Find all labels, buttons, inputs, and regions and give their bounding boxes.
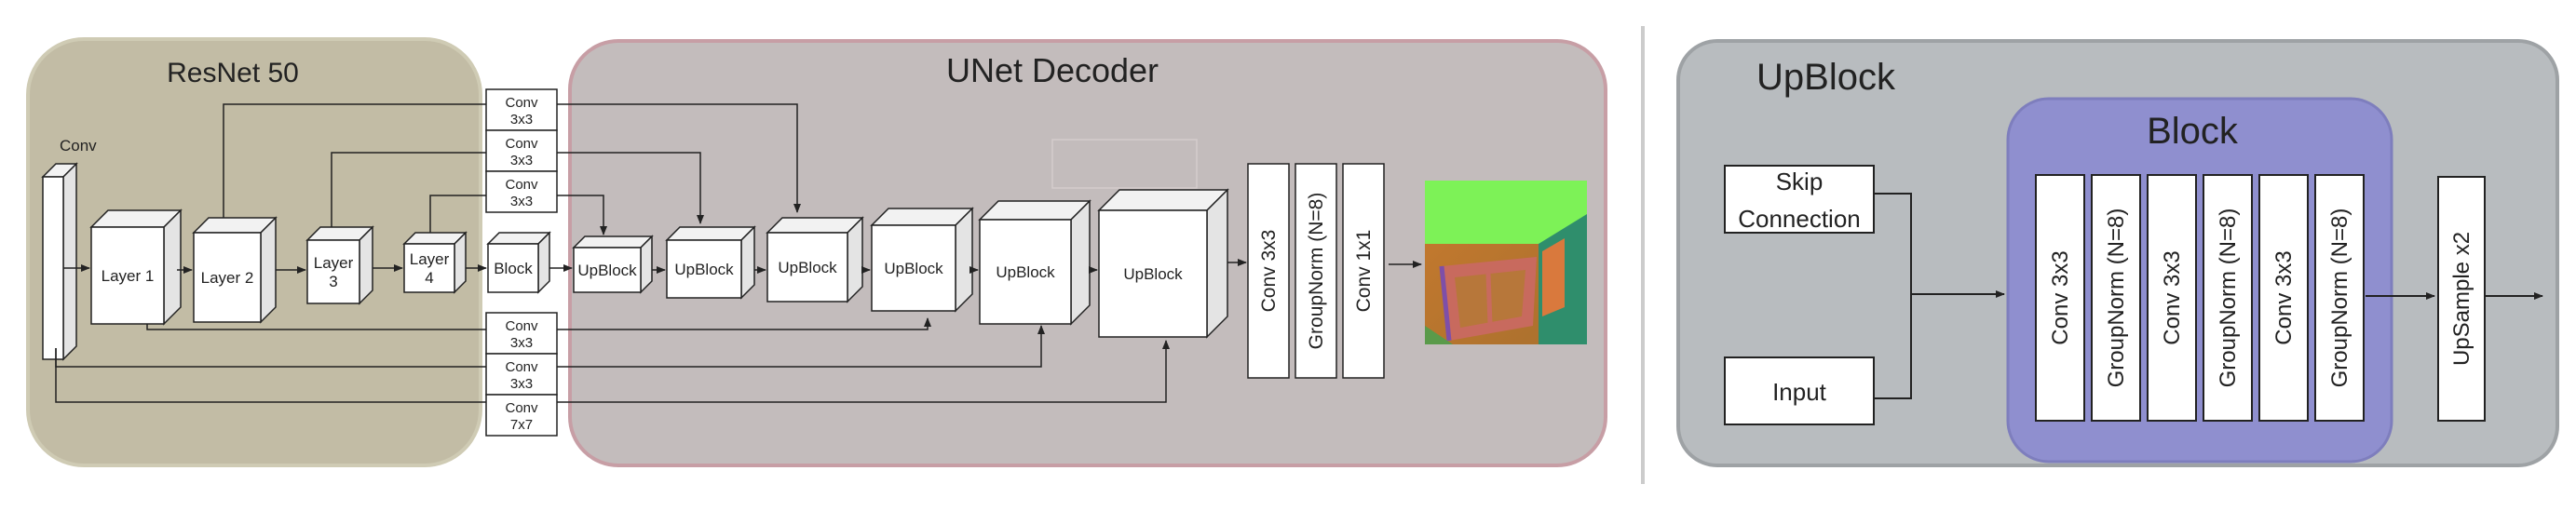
input-label: Input <box>1772 378 1827 406</box>
connector-24 <box>55 348 486 403</box>
skip-conv-bottom-1-line2: 3x3 <box>510 335 533 351</box>
skip-conv-bottom-2-line1: Conv <box>505 359 538 375</box>
head-layer-1: Conv 3x3 <box>1247 163 1290 379</box>
input-box: Input <box>1724 356 1875 425</box>
skip-conv-bottom-3-line2: 7x7 <box>510 417 533 433</box>
block-layer-3: Conv 3x3 <box>2147 174 2197 422</box>
output-normal-map-image <box>1425 181 1587 344</box>
block-layer-4: GroupNorm (N=8) <box>2203 174 2253 422</box>
connector-25 <box>557 340 1170 403</box>
skip-conv-bottom-3-line1: Conv <box>505 400 538 416</box>
block-layer-4-label: GroupNorm (N=8) <box>2216 208 2241 388</box>
connector-17 <box>557 152 704 224</box>
connector-23 <box>557 325 1045 368</box>
upblock-cube-4: UpBlock <box>870 207 974 313</box>
block-layer-5-label: Conv 3x3 <box>2271 250 2297 344</box>
encoder-bottleneck-block: Block <box>486 231 551 294</box>
connector-16 <box>331 152 486 227</box>
encoder-layer-1: Layer 1 <box>89 208 183 326</box>
block-layer-2: GroupNorm (N=8) <box>2091 174 2141 422</box>
upblock-cube-4-label: UpBlock <box>884 260 943 277</box>
connector-20 <box>146 324 486 330</box>
head-layer-2: GroupNorm (N=8) <box>1295 163 1337 379</box>
block-layer-6-label: GroupNorm (N=8) <box>2327 208 2352 388</box>
upsample-box: UpSample x2 <box>2437 176 2486 422</box>
skip-conv-top-1-line2: 3x3 <box>510 112 533 128</box>
connector-15 <box>557 103 801 213</box>
skip-conv-top-3-line2: 3x3 <box>510 194 533 209</box>
skip-connection-box: Skip Connection <box>1724 165 1875 234</box>
block-title: Block <box>2147 111 2239 152</box>
upblock-cube-1: UpBlock <box>572 235 654 294</box>
upblock-cube-3-label: UpBlock <box>778 259 837 276</box>
skip-conv-top-2-line1: Conv <box>505 136 538 152</box>
encoder-bottleneck-block-label: Block <box>494 260 533 277</box>
upblock-cube-1-label: UpBlock <box>577 262 637 279</box>
merge-connector <box>1874 193 2005 399</box>
skip-conv-top-1-line1: Conv <box>505 95 538 111</box>
encoder-title: ResNet 50 <box>167 58 299 88</box>
encoder-layer-3-label: 3 <box>329 273 337 290</box>
encoder-layer-2-label: Layer 2 <box>201 269 254 287</box>
head-layer-3-label: Conv 1x1 <box>1353 230 1375 313</box>
head-layer-3: Conv 1x1 <box>1342 163 1385 379</box>
skip-connection-line1: Skip <box>1776 168 1824 195</box>
block-layer-2-label: GroupNorm (N=8) <box>2104 208 2129 388</box>
block-layer-3-label: Conv 3x3 <box>2160 250 2185 344</box>
upblock-cube-6: UpBlock <box>1097 188 1229 339</box>
decoder-title: UNet Decoder <box>946 51 1159 89</box>
block-layer-1-label: Conv 3x3 <box>2048 250 2073 344</box>
upblock-cube-3: UpBlock <box>766 216 864 303</box>
encoder-layer-2: Layer 2 <box>192 216 278 324</box>
block-layer-1: Conv 3x3 <box>2035 174 2085 422</box>
skip-conv-bottom-2-line2: 3x3 <box>510 376 533 392</box>
block-layer-6: GroupNorm (N=8) <box>2314 174 2365 422</box>
encoder-layer-4-label: Layer <box>410 250 450 268</box>
head-layer-1-label: Conv 3x3 <box>1258 230 1280 313</box>
upsample-label: UpSample x2 <box>2449 232 2474 366</box>
skip-connection-line2: Connection <box>1738 205 1861 233</box>
block-layer-5: Conv 3x3 <box>2258 174 2309 422</box>
skip-conv-top-3-line1: Conv <box>505 177 538 193</box>
encoder-conv-slab <box>41 162 78 361</box>
skip-conv-top-2-line2: 3x3 <box>510 153 533 168</box>
upblock-cube-5-label: UpBlock <box>996 263 1055 281</box>
encoder-layer-3-label: Layer <box>314 254 354 272</box>
upblock-cube-2: UpBlock <box>665 225 756 300</box>
encoder-layer-1-label: Layer 1 <box>102 267 155 285</box>
upblock-cube-6-label: UpBlock <box>1123 265 1183 283</box>
encoder-layer-4-label: 4 <box>425 269 433 287</box>
connector-14 <box>223 103 486 218</box>
connector-21 <box>557 317 931 330</box>
head-layer-2-label: GroupNorm (N=8) <box>1306 193 1327 350</box>
faint-placeholder <box>1051 139 1198 189</box>
upblock-cube-5: UpBlock <box>978 199 1091 326</box>
connector-19 <box>557 195 607 235</box>
skip-conv-bottom-1-line1: Conv <box>505 318 538 334</box>
upblock-detail-title: UpBlock <box>1756 57 1896 98</box>
upblock-cube-2-label: UpBlock <box>674 261 734 278</box>
connector-18 <box>429 195 486 233</box>
conv-label: Conv <box>60 137 97 155</box>
